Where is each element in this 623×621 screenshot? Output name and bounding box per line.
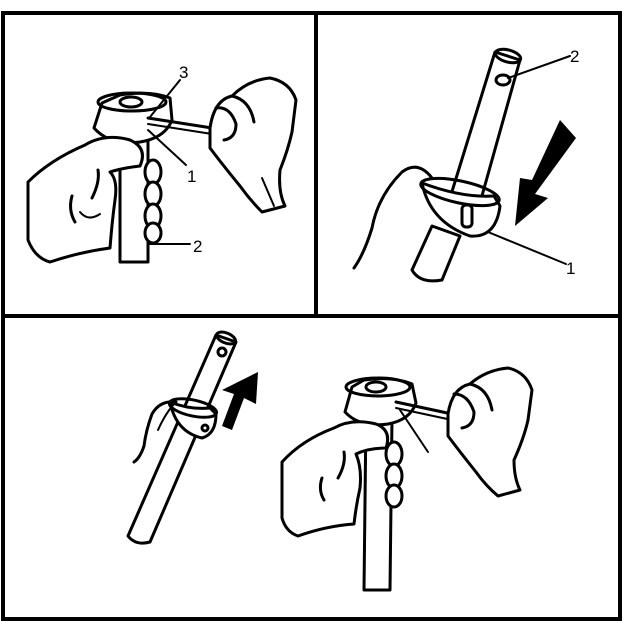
callout-label: 3 [179,63,188,82]
chain-links [386,442,402,507]
callout-label: 1 [187,167,196,186]
panel-bottom [128,330,532,590]
tube-illustration [412,47,522,281]
callout-label: 2 [193,237,202,256]
pick-tool [396,402,452,452]
right-hand [210,78,296,212]
direction-arrow [515,120,576,226]
right-hand [448,368,532,496]
chain-links [145,160,161,243]
direction-arrow [222,372,258,430]
callout-label: 2 [570,47,579,66]
panel-top-left: 3 1 2 [28,63,296,262]
callout-label: 1 [566,259,575,278]
nut-head [94,93,172,143]
panel-top-right: 2 1 [354,47,579,281]
